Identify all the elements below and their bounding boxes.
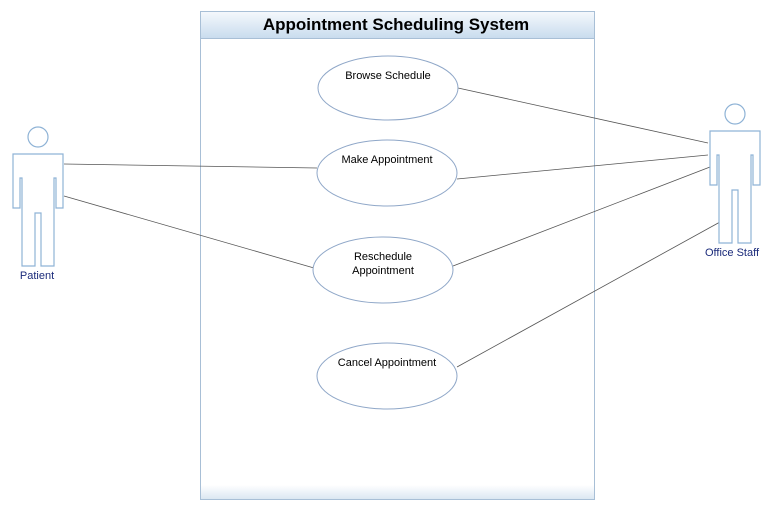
actor-label: Patient xyxy=(20,270,54,282)
system-footer xyxy=(201,485,594,499)
associations xyxy=(63,87,721,368)
use-case-cancel-appointment[interactable]: Cancel Appointment xyxy=(316,342,458,410)
use-case-ellipse xyxy=(316,139,458,207)
stick-figure-icon xyxy=(12,126,64,267)
use-case-label: Cancel Appointment xyxy=(338,357,436,369)
actor-label: Office Staff xyxy=(705,247,760,259)
use-case-label: Make Appointment xyxy=(341,154,432,166)
use-case-ellipse xyxy=(317,55,459,121)
system-title: Appointment Scheduling System xyxy=(263,15,529,34)
association-staff-reschedule-appointment[interactable] xyxy=(452,166,711,267)
use-case-ellipse xyxy=(312,236,454,304)
actor-patient[interactable]: Patient xyxy=(12,126,64,282)
system-header xyxy=(201,12,594,38)
use-case-label: Browse Schedule xyxy=(345,70,431,82)
use-case-browse-schedule[interactable]: Browse Schedule xyxy=(317,55,459,121)
use-case-ellipse xyxy=(316,342,458,410)
association-staff-browse-schedule[interactable] xyxy=(457,87,709,144)
association-staff-cancel-appointment[interactable] xyxy=(456,221,721,368)
stick-figure-icon xyxy=(709,103,761,244)
use-case-make-appointment[interactable]: Make Appointment xyxy=(316,139,458,207)
association-patient-reschedule-appointment[interactable] xyxy=(63,195,315,269)
use-case-label-line2: Appointment xyxy=(352,265,414,277)
association-patient-make-appointment[interactable] xyxy=(63,163,318,169)
actor-office-staff[interactable]: Office Staff xyxy=(705,103,761,259)
association-staff-make-appointment[interactable] xyxy=(456,154,709,180)
use-case-label-line1: Reschedule xyxy=(354,251,412,263)
use-case-reschedule-appointment[interactable]: Reschedule Appointment xyxy=(312,236,454,304)
